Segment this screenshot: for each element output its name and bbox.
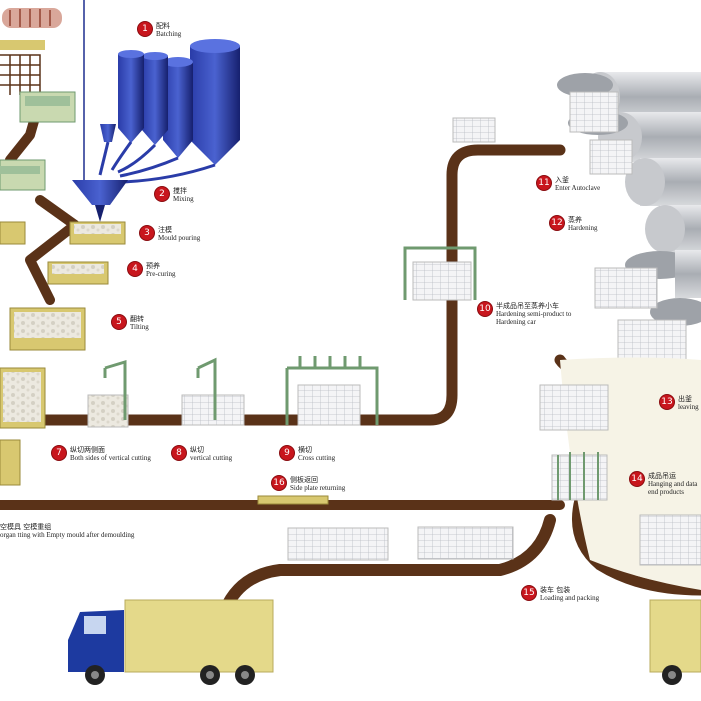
- step-number-badge: 13: [660, 395, 674, 409]
- step-label-en: leaving: [678, 403, 699, 411]
- step-label-en: Mixing: [173, 195, 194, 203]
- step-label-zh: 横切: [298, 446, 312, 454]
- step-label-en: Cross cutting: [298, 454, 336, 462]
- step-label-zh: 搅拌: [173, 187, 187, 195]
- hardening-car: [403, 117, 496, 301]
- step-number-badge: 7: [52, 446, 66, 460]
- step-empty-mould-organizing: 空模具 空模重组 organ tting with Empty mould af…: [0, 523, 134, 539]
- step-number-badge: 5: [112, 315, 126, 329]
- step-number-badge: 9: [280, 446, 294, 460]
- step-label-en: Batching: [156, 30, 182, 38]
- step-number-badge: 16: [272, 476, 286, 490]
- step-label-zh: 空模具 空模重组: [0, 523, 52, 531]
- cutting-machines: [87, 356, 379, 428]
- step-label-en: Both sides of vertical cutting: [70, 454, 151, 462]
- step-label-zh: 装车 包装: [540, 586, 571, 594]
- step-label-en: Tilting: [130, 323, 149, 331]
- step-label-zh: 注模: [158, 226, 172, 234]
- step-label-zh: 配料: [156, 22, 170, 30]
- step-label-zh: 入釜: [555, 176, 569, 184]
- truck-left: [68, 599, 274, 685]
- side-plate: [257, 495, 329, 505]
- step-label-zh: 预养: [146, 262, 160, 270]
- step-label-zh: 侧板返回: [290, 476, 318, 484]
- step-label-en: organ tting with Empty mould after demou…: [0, 531, 135, 539]
- step-label-en: Hanging and data end products: [648, 480, 698, 496]
- step-label-zh: 成品吊运: [648, 472, 676, 480]
- batching-silos: [72, 0, 240, 222]
- step-number-badge: 14: [630, 472, 644, 486]
- step-number-badge: 2: [155, 187, 169, 201]
- step-label-en: Mould pouring: [158, 234, 201, 242]
- autoclaves: [557, 72, 701, 361]
- step-label-zh: 翻转: [130, 315, 144, 323]
- step-number-badge: 10: [478, 302, 492, 316]
- step-label-en: Enter Autoclave: [555, 184, 601, 192]
- step-number-badge: 15: [522, 586, 536, 600]
- step-label-en: Side plate returning: [290, 484, 346, 492]
- ball-mill: [0, 8, 62, 95]
- step-label-en: Hardening: [568, 224, 598, 232]
- step-number-badge: 8: [172, 446, 186, 460]
- step-label-en: Pre-curing: [146, 270, 176, 278]
- step-number-badge: 1: [138, 22, 152, 36]
- step-label-zh: 出釜: [678, 395, 692, 403]
- step-label-zh: 纵切: [190, 446, 204, 454]
- step-label-zh: 半成品吊至蒸养小车: [496, 302, 559, 310]
- step-number-badge: 3: [140, 226, 154, 240]
- step-label-zh: 纵切两侧面: [70, 446, 105, 454]
- finished-pallets: [287, 526, 514, 561]
- step-number-badge: 12: [550, 216, 564, 230]
- truck-right: [649, 599, 701, 685]
- step-label-en: vertical cutting: [190, 454, 233, 462]
- left-cutting-tables: [0, 91, 76, 191]
- mould-trays: [0, 221, 126, 486]
- step-label-en: Hardening semi-product to Hardening car: [496, 310, 572, 326]
- step-number-badge: 4: [128, 262, 142, 276]
- step-label-en: Loading and packing: [540, 594, 600, 602]
- step-number-badge: 11: [537, 176, 551, 190]
- step-label-zh: 蒸养: [568, 216, 582, 224]
